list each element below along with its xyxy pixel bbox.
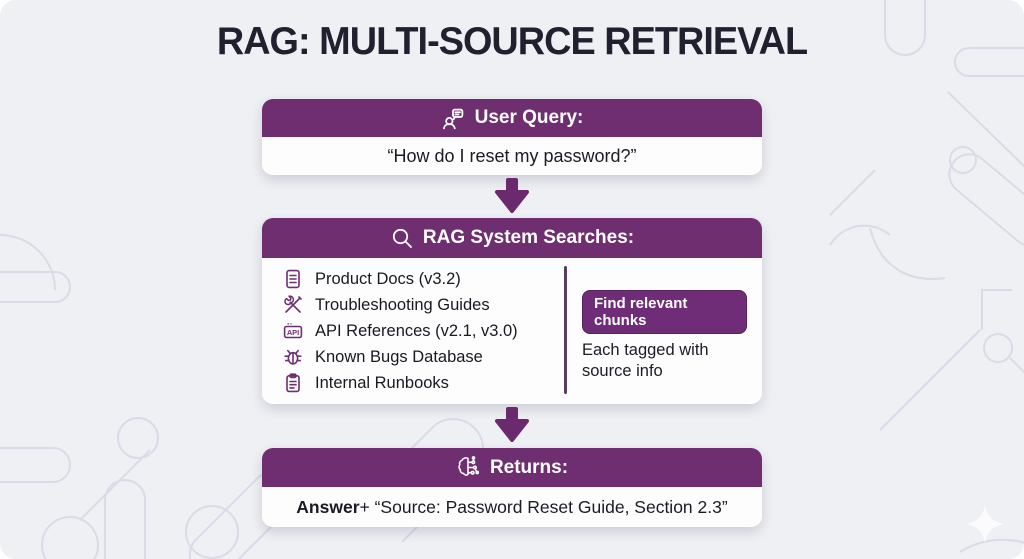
document-icon (286, 269, 300, 289)
user-query-header-label: User Query: (474, 107, 584, 128)
source-label: Product Docs (v3.2) (315, 269, 461, 288)
svg-text:API: API (287, 328, 299, 337)
answer-label: Answer (296, 496, 360, 517)
rag-search-header: RAG System Searches: (262, 218, 762, 258)
vertical-divider (564, 266, 567, 394)
source-label: Internal Runbooks (315, 373, 449, 392)
chunks-column: Find relevant chunks Each tagged with so… (582, 290, 747, 381)
chunks-note: Each tagged with source info (582, 341, 709, 380)
user-query-header: User Query: (262, 99, 762, 137)
rag-search-body: Product Docs (v3.2) Troubleshooting Guid… (262, 258, 762, 404)
source-item-troubleshooting: Troubleshooting Guides (282, 292, 518, 318)
search-icon (392, 228, 412, 248)
returns-box: Returns: Answer + “Source: Password Rese… (262, 448, 762, 527)
rag-search-header-label: RAG System Searches: (422, 227, 635, 248)
page-title: RAG: MULTI-SOURCE RETRIEVAL (216, 20, 808, 63)
rag-search-box: RAG System Searches: Product Docs (v3.2) (262, 218, 762, 404)
source-label: Troubleshooting Guides (315, 295, 490, 314)
returns-header-label: Returns: (489, 456, 569, 478)
tools-icon (284, 295, 302, 313)
source-item-api-references: API API References (v2.1, v3.0) (282, 318, 518, 344)
bug-icon (284, 349, 302, 365)
user-query-box: User Query: “How do I reset my password?… (262, 99, 762, 175)
user-chat-icon (442, 108, 463, 129)
down-arrow-icon (495, 407, 529, 442)
api-icon: API (283, 323, 303, 339)
source-item-known-bugs: Known Bugs Database (282, 344, 518, 370)
source-item-product-docs: Product Docs (v3.2) (282, 266, 518, 292)
down-arrow-icon (495, 178, 529, 213)
brain-circuit-icon (458, 456, 480, 476)
clipboard-icon (286, 373, 300, 393)
sparkle-icon (966, 505, 1004, 543)
source-label: Known Bugs Database (315, 347, 483, 366)
returns-body: Answer + “Source: Password Reset Guide, … (262, 487, 762, 527)
source-item-internal-runbooks: Internal Runbooks (282, 370, 518, 396)
find-chunks-badge: Find relevant chunks (582, 290, 747, 334)
user-query-text: “How do I reset my password?” (262, 137, 762, 175)
returns-header: Returns: (262, 448, 762, 487)
source-list: Product Docs (v3.2) Troubleshooting Guid… (282, 266, 518, 396)
citation-text: + “Source: Password Reset Guide, Section… (359, 496, 728, 517)
source-label: API References (v2.1, v3.0) (315, 321, 518, 340)
